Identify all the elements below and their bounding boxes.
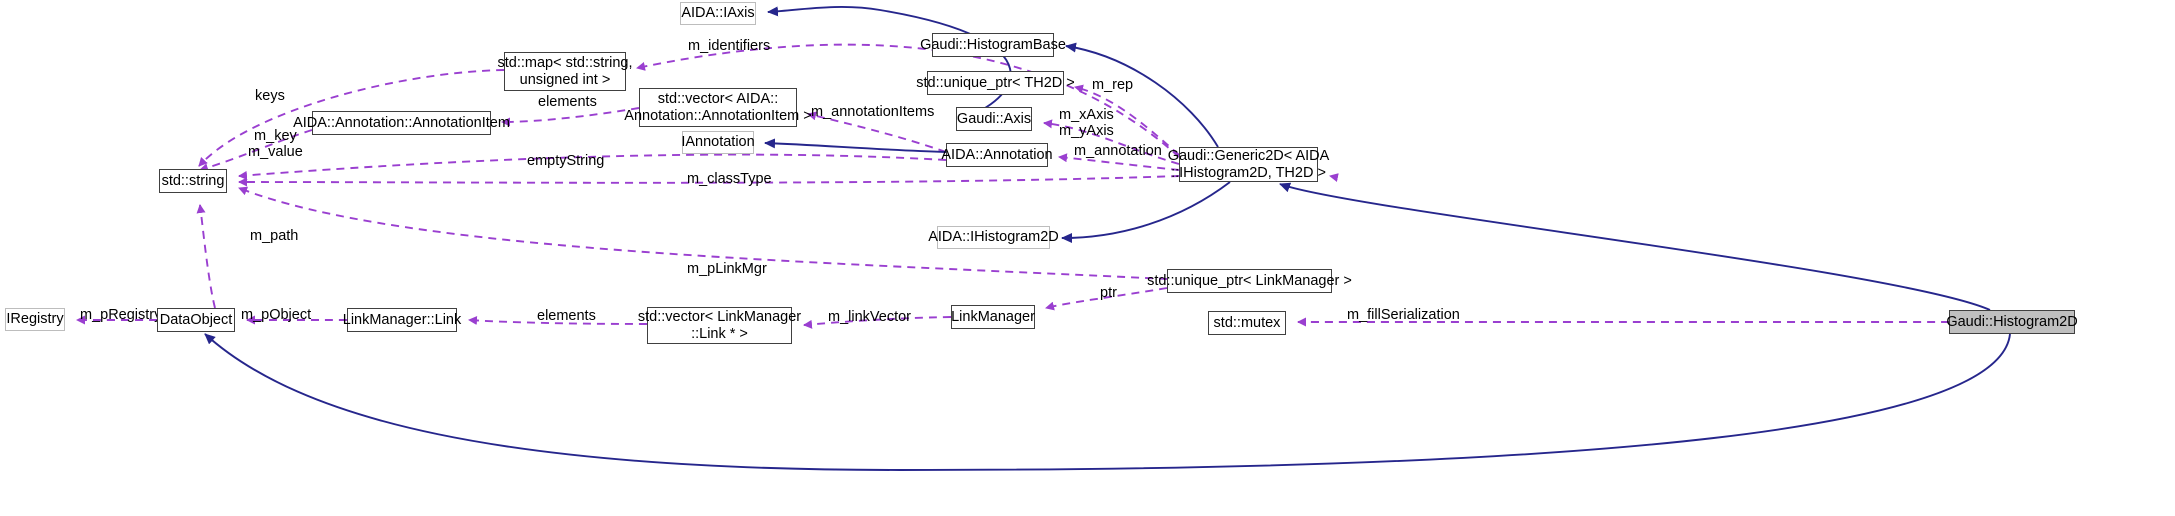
edge-label-elements-annotation: elements bbox=[538, 94, 597, 110]
edge-label-m-pobject: m_pObject bbox=[241, 307, 312, 323]
edge-label-m-plinkmgr: m_pLinkMgr bbox=[687, 261, 767, 277]
node-gaudi-histogrambase[interactable]: Gaudi::HistogramBase bbox=[920, 33, 1066, 57]
edge-label-m-pregistry: m_pRegistry bbox=[80, 307, 162, 323]
node-std-vector-annotationitem[interactable]: std::vector< AIDA:: Annotation::Annotati… bbox=[624, 88, 812, 127]
node-std-map-string-uint[interactable]: std::map< std::string, unsigned int > bbox=[498, 52, 633, 91]
node-linkmanager[interactable]: LinkManager bbox=[951, 305, 1035, 329]
node-dataobject[interactable]: DataObject bbox=[157, 308, 235, 332]
edge-label-elements-links: elements bbox=[537, 308, 596, 324]
node-linkmanager-link[interactable]: LinkManager::Link bbox=[343, 308, 461, 332]
node-gaudi-histogram2d[interactable]: Gaudi::Histogram2D bbox=[1946, 310, 2078, 334]
node-aida-iaxis[interactable]: AIDA::IAxis bbox=[680, 2, 756, 25]
node-std-unique-ptr-linkmanager[interactable]: std::unique_ptr< LinkManager > bbox=[1147, 269, 1352, 293]
edge-label-m-linkvector: m_linkVector bbox=[828, 309, 912, 325]
edge-label-m-fillserialization: m_fillSerialization bbox=[1347, 307, 1460, 323]
node-aida-annotation-annotationitem[interactable]: AIDA::Annotation::AnnotationItem bbox=[293, 111, 510, 135]
edge-label-emptystring: emptyString bbox=[527, 153, 605, 169]
node-std-unique-ptr-th2d[interactable]: std::unique_ptr< TH2D > bbox=[916, 71, 1075, 95]
node-iannotation[interactable]: IAnnotation bbox=[681, 131, 755, 154]
edge-label-m-annotation: m_annotation bbox=[1074, 143, 1162, 159]
edge-label-ptr: ptr bbox=[1100, 285, 1117, 301]
node-std-vector-linkmanager-link-ptr[interactable]: std::vector< LinkManager ::Link * > bbox=[638, 307, 801, 344]
node-std-string[interactable]: std::string bbox=[159, 169, 227, 193]
edge-label-m-classtype: m_classType bbox=[687, 171, 772, 187]
edge-label-keys: keys bbox=[255, 88, 285, 104]
node-gaudi-generic2d[interactable]: Gaudi::Generic2D< AIDA ::IHistogram2D, T… bbox=[1167, 147, 1330, 182]
node-aida-ihistogram2d[interactable]: AIDA::IHistogram2D bbox=[928, 226, 1059, 249]
edge-label-m-identifiers: m_identifiers bbox=[688, 38, 771, 54]
edge-label-m-rep: m_rep bbox=[1092, 77, 1134, 93]
edge-label-m-annotationitems: m_annotationItems bbox=[811, 104, 935, 120]
node-iregistry[interactable]: IRegistry bbox=[5, 308, 65, 331]
node-gaudi-axis[interactable]: Gaudi::Axis bbox=[956, 107, 1032, 131]
edge-label-m-key-m-value: m_key m_value bbox=[248, 128, 303, 160]
edge-label-m-xaxis-m-yaxis: m_xAxis m_yAxis bbox=[1059, 107, 1114, 139]
node-std-mutex[interactable]: std::mutex bbox=[1208, 311, 1286, 335]
node-aida-annotation[interactable]: AIDA::Annotation bbox=[941, 143, 1053, 167]
edge-label-m-path: m_path bbox=[250, 228, 299, 244]
